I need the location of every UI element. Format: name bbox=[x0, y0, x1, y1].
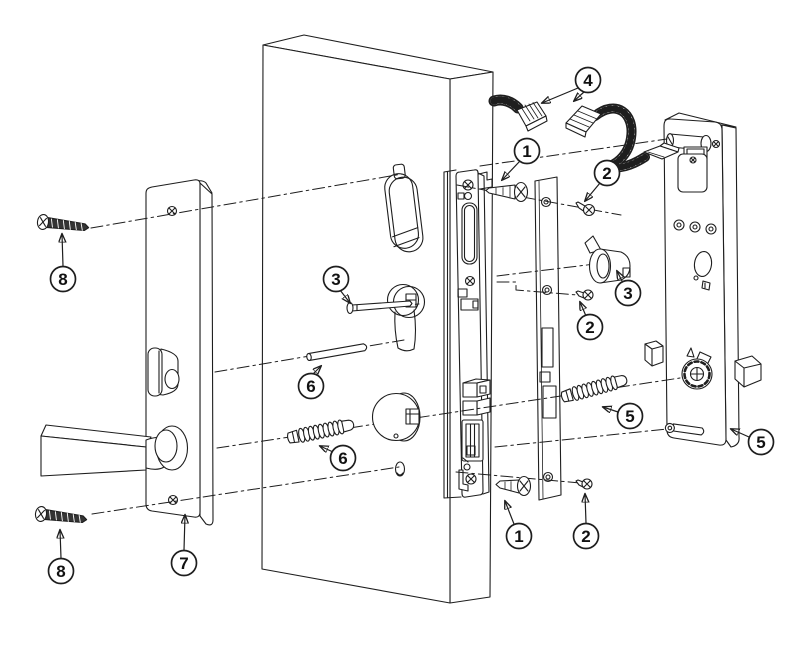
mounting-screw-1-top bbox=[485, 181, 529, 203]
callout-1-top: 1 bbox=[502, 137, 541, 181]
callout-8-top-left: 8 bbox=[49, 234, 77, 293]
lag-screw-8-bottom bbox=[34, 505, 89, 528]
small-screw-2-top bbox=[575, 201, 596, 217]
latch-slot bbox=[461, 202, 478, 265]
lag-screw-8-top bbox=[36, 213, 91, 236]
interior-plate-screw-hole-bottom bbox=[167, 494, 179, 506]
door-wire-bundle bbox=[488, 94, 524, 114]
lever-handle bbox=[40, 424, 189, 477]
callout-label: 2 bbox=[602, 164, 611, 183]
spindle-dome bbox=[371, 392, 421, 442]
latch-mechanism bbox=[461, 419, 484, 463]
callout-3-left: 3 bbox=[322, 265, 351, 304]
exterior-plate-face bbox=[663, 118, 727, 446]
callout-6-anchor: 6 bbox=[320, 444, 357, 472]
faceplate-sensor-detail bbox=[457, 191, 473, 201]
callout-label: 1 bbox=[522, 142, 531, 161]
deadbolt bbox=[462, 378, 491, 416]
callout-label: 1 bbox=[514, 527, 523, 546]
callout-label: 4 bbox=[583, 71, 593, 90]
door-front-face bbox=[261, 44, 451, 604]
callout-3-right: 3 bbox=[614, 271, 642, 307]
handle-hub bbox=[154, 429, 178, 463]
callout-5-plate: 5 bbox=[731, 429, 775, 456]
callout-4-cables: 4 bbox=[542, 66, 602, 104]
callout-label: 3 bbox=[623, 284, 632, 303]
key-cylinder-cam bbox=[681, 347, 713, 390]
exterior-handle-stub bbox=[734, 355, 762, 388]
thumbturn-knob bbox=[147, 347, 180, 397]
mortise-faceplate-side bbox=[477, 172, 490, 495]
callout-label: 2 bbox=[585, 318, 594, 337]
cable-harness bbox=[488, 94, 680, 173]
callout-5-anchor: 5 bbox=[603, 402, 644, 430]
mounting-screw-1-bottom bbox=[495, 475, 532, 497]
callout-2-bottom: 2 bbox=[572, 494, 600, 550]
callout-1-bottom: 1 bbox=[505, 501, 533, 550]
interior-plate-side-face bbox=[199, 182, 214, 526]
strike-plate-face bbox=[534, 176, 562, 501]
strike-plate bbox=[534, 176, 562, 501]
faceplate-mid-screw bbox=[464, 275, 476, 287]
exterior-plate-assembly bbox=[644, 112, 762, 448]
key-cylinder bbox=[584, 235, 631, 284]
guide-pin bbox=[664, 422, 705, 436]
callout-8-bottom-left: 8 bbox=[47, 530, 75, 585]
callout-label: 6 bbox=[306, 377, 315, 396]
connecting-pin-6 bbox=[306, 343, 368, 362]
lever-front-face bbox=[40, 435, 147, 477]
small-screw-2-bottom bbox=[575, 478, 593, 490]
faceplate-mid-details bbox=[457, 288, 479, 311]
cable-connector-right bbox=[565, 105, 602, 138]
callout-label: 5 bbox=[756, 433, 765, 452]
anchor-bolt-5 bbox=[559, 372, 630, 405]
callout-label: 6 bbox=[338, 449, 347, 468]
callout-label: 8 bbox=[56, 562, 65, 581]
door-spindle-slot-cutout bbox=[384, 163, 424, 253]
callout-label: 2 bbox=[581, 527, 590, 546]
small-screw-2-middle bbox=[575, 289, 594, 301]
faceplate-top-screw-hole bbox=[462, 179, 474, 191]
cover-plate bbox=[677, 153, 708, 193]
oval-opening bbox=[693, 251, 713, 291]
callout-7-plate: 7 bbox=[170, 515, 198, 577]
interior-plate-assembly bbox=[40, 179, 214, 526]
callout-label: 3 bbox=[331, 270, 340, 289]
callout-label: 8 bbox=[58, 270, 67, 289]
callout-label: 5 bbox=[625, 407, 634, 426]
callout-label: 7 bbox=[179, 554, 188, 573]
cable-spade-terminal bbox=[643, 142, 680, 160]
door-screw-hole bbox=[394, 461, 406, 477]
callout-2-middle: 2 bbox=[576, 302, 604, 341]
mounting-bosses bbox=[673, 219, 717, 235]
callout-2-top: 2 bbox=[585, 159, 621, 202]
exterior-ribbon-cable bbox=[590, 103, 650, 173]
latch-bolt-block bbox=[644, 340, 664, 367]
cable-connector-left bbox=[516, 101, 548, 132]
cylinder-face bbox=[588, 248, 612, 284]
callout-6-pin: 6 bbox=[297, 366, 325, 400]
faceplate-bottom-details bbox=[458, 463, 477, 492]
